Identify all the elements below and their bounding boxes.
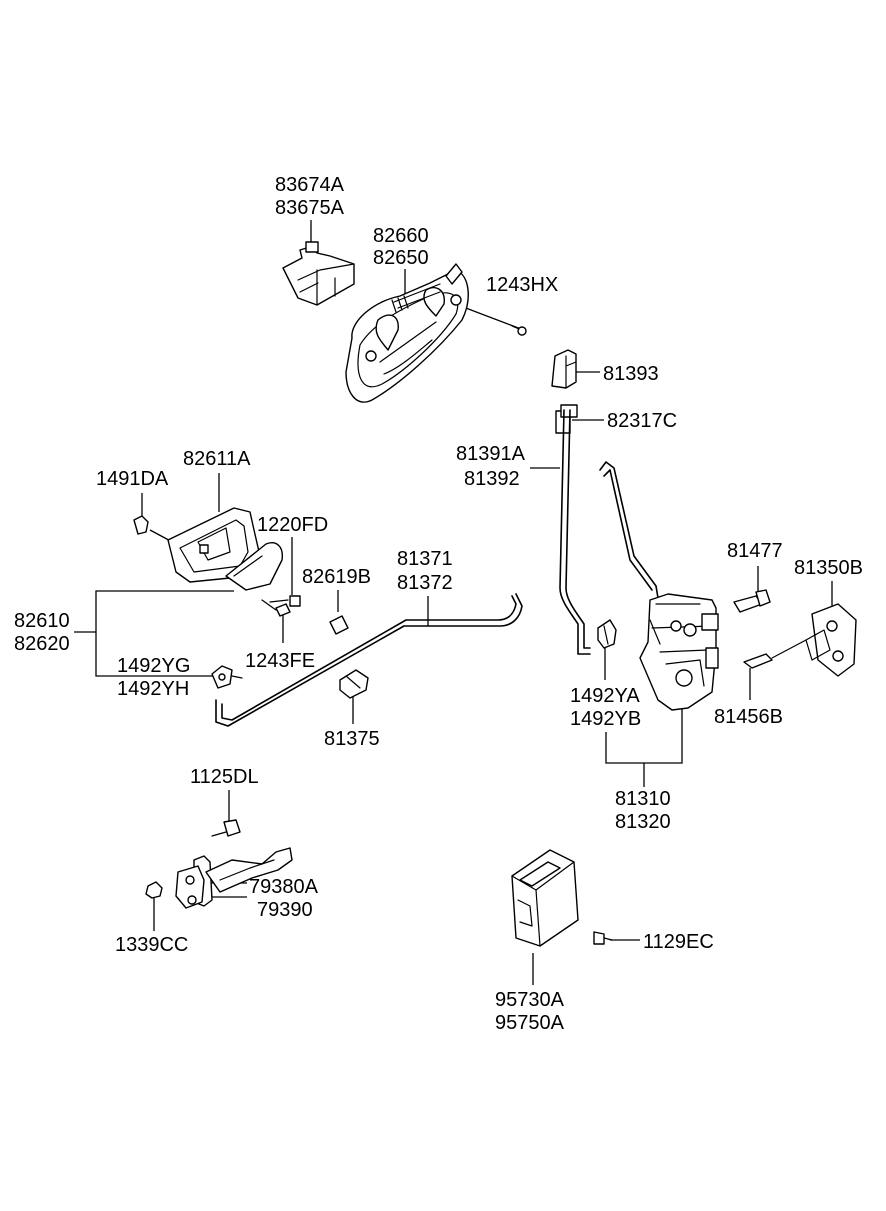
part-1243HX-screw	[511, 325, 527, 336]
part-81393-clip	[551, 349, 577, 389]
label-79380A: 79380A	[249, 876, 319, 898]
part-82611A-inside-handle	[167, 507, 283, 591]
label-1492YB: 1492YB	[570, 708, 641, 730]
label-81477: 81477	[727, 540, 783, 562]
part-81477-bolt	[733, 589, 771, 613]
part-1220FD-screw	[269, 595, 301, 607]
part-81310-door-latch	[599, 461, 719, 711]
label-1243FE: 1243FE	[245, 650, 315, 672]
label-83674A: 83674A	[275, 174, 345, 196]
label-81375: 81375	[324, 728, 380, 750]
label-81456B: 81456B	[714, 706, 783, 728]
part-81371-rod	[215, 593, 523, 727]
part-82619B-pad	[329, 615, 349, 635]
label-82660: 82660	[373, 225, 429, 247]
label-81391A: 81391A	[456, 443, 526, 465]
part-79380A-door-checker	[175, 847, 293, 909]
label-82620: 82620	[14, 633, 70, 655]
label-82650: 82650	[373, 247, 429, 269]
part-82660-outside-handle	[345, 263, 469, 403]
label-81310: 81310	[615, 788, 671, 810]
part-labels: 83674A 83675A 82660 82650 1243HX 81393 8…	[14, 174, 863, 1034]
label-81372: 81372	[397, 572, 453, 594]
label-82317C: 82317C	[607, 410, 677, 432]
label-1129EC: 1129EC	[643, 931, 714, 953]
label-81371: 81371	[397, 548, 453, 570]
label-82610: 82610	[14, 610, 70, 632]
label-79390: 79390	[257, 899, 313, 921]
part-81391A-rod	[559, 409, 591, 655]
label-1491DA: 1491DA	[96, 468, 169, 490]
part-1125DL-bolt	[211, 819, 241, 837]
part-81350B-striker	[805, 603, 857, 677]
label-1243HX: 1243HX	[486, 274, 558, 296]
label-1492YH: 1492YH	[117, 678, 189, 700]
part-95730A-module	[511, 849, 579, 947]
label-81393: 81393	[603, 363, 659, 385]
label-1220FD: 1220FD	[257, 514, 328, 536]
label-81350B: 81350B	[794, 557, 863, 579]
part-81456B-screw	[743, 639, 807, 669]
label-95750A: 95750A	[495, 1012, 565, 1034]
label-1492YG: 1492YG	[117, 655, 190, 677]
part-1491DA-clip	[133, 515, 149, 535]
label-82611A: 82611A	[183, 448, 251, 470]
label-1339CC: 1339CC	[115, 934, 188, 956]
label-81320: 81320	[615, 811, 671, 833]
part-82317C-clip	[555, 404, 578, 434]
part-1243FE-screw	[261, 599, 291, 617]
label-82619B: 82619B	[302, 566, 371, 588]
label-95730A: 95730A	[495, 989, 565, 1011]
part-1129EC-screw	[593, 931, 613, 945]
part-83674A-cover	[282, 241, 355, 306]
label-83675A: 83675A	[275, 197, 345, 219]
label-1492YA: 1492YA	[570, 685, 640, 707]
part-81375-clip	[339, 669, 369, 699]
part-1492YG-clip	[211, 665, 243, 689]
part-1339CC-nut	[145, 881, 163, 899]
label-81392: 81392	[464, 468, 520, 490]
part-1492YA-clip	[597, 619, 617, 649]
label-1125DL: 1125DL	[190, 766, 259, 788]
